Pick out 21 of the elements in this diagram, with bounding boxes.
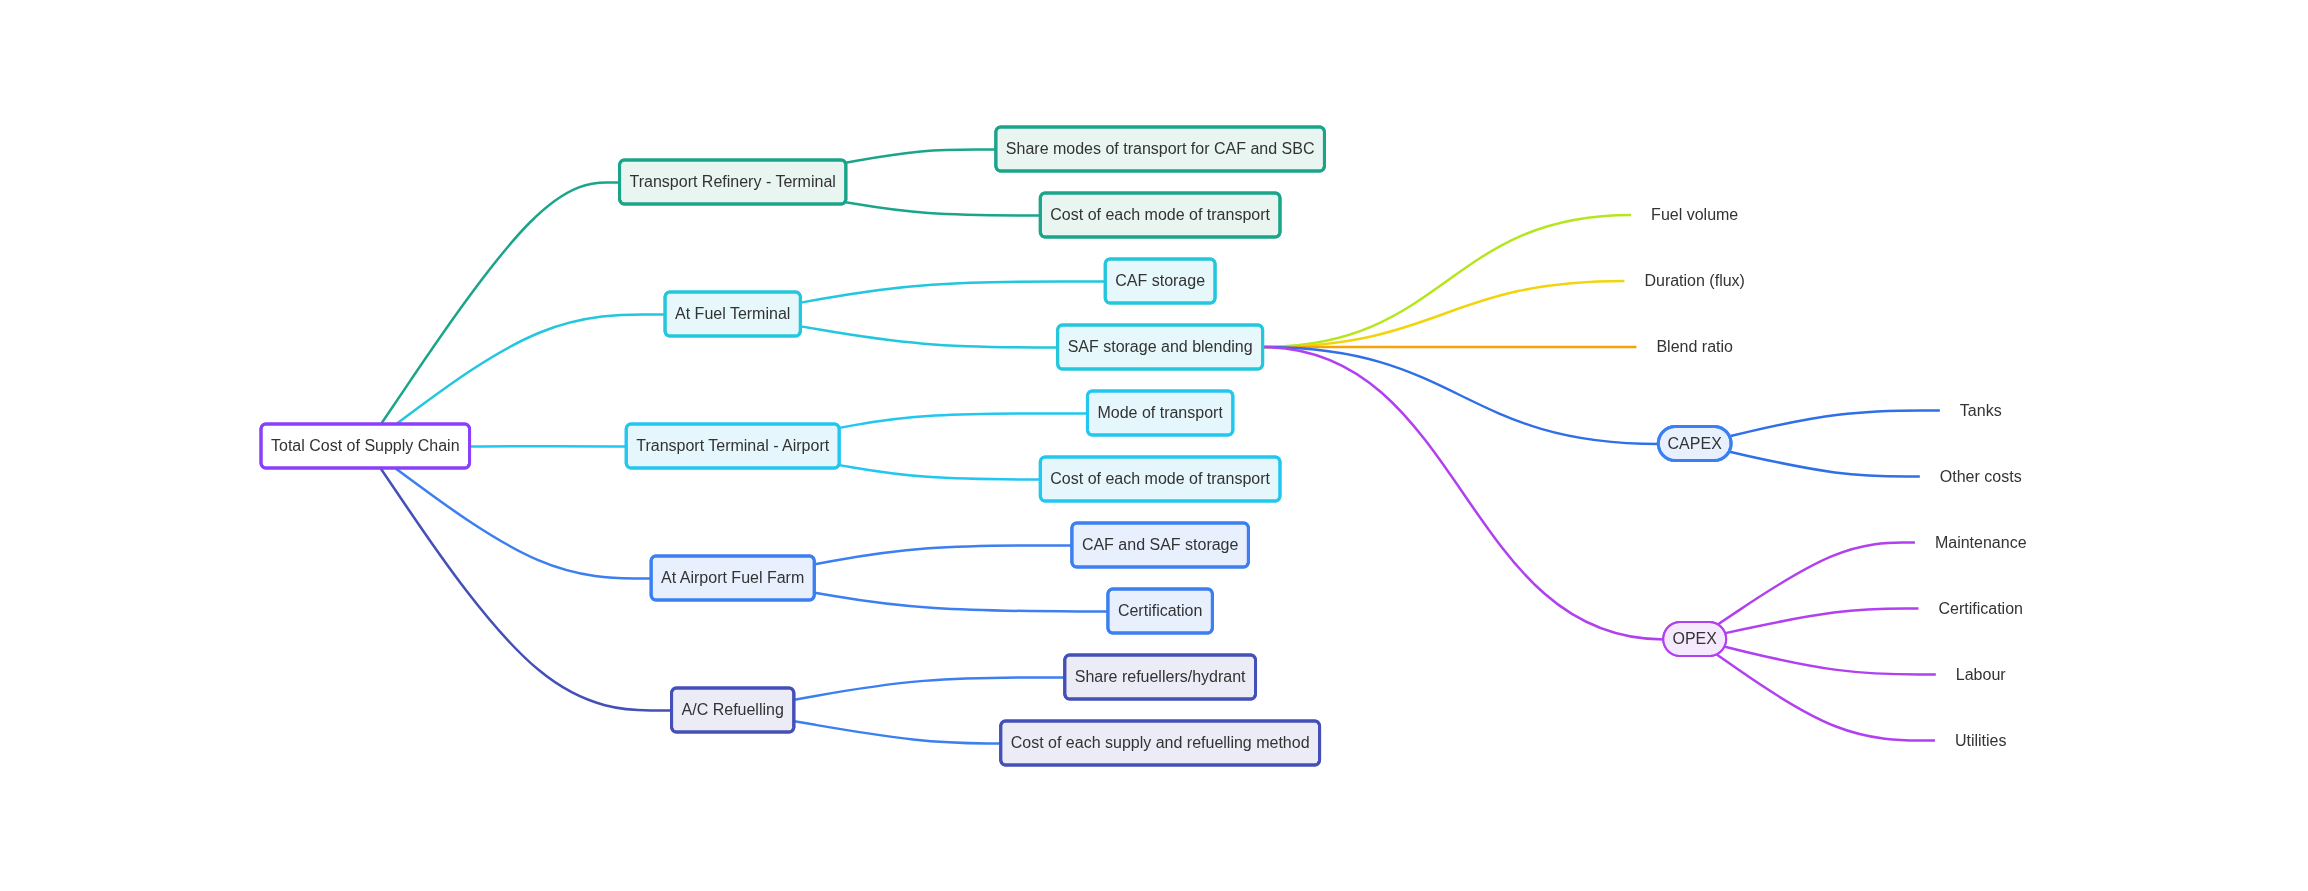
connector (1729, 408, 1941, 437)
node-text: Certification (1938, 599, 2024, 616)
connector (1729, 450, 1921, 478)
node-text: Duration (flux) (1644, 271, 1746, 289)
connector (1717, 540, 1916, 626)
node-text: Utilities (1955, 731, 2007, 748)
connector (814, 591, 1109, 613)
connector (800, 279, 1106, 304)
node-text: Labour (1956, 665, 2006, 682)
node-text: Other costs (1940, 467, 2022, 484)
node-text: Fuel volume (1651, 205, 1739, 223)
connector (470, 444, 627, 448)
node-text: Tanks (1960, 401, 2002, 418)
connector (1725, 606, 1919, 634)
connector (845, 147, 997, 164)
connector (395, 467, 652, 580)
connector (1724, 645, 1937, 676)
node-text: Blend ratio (1656, 337, 1734, 355)
connector (1716, 653, 1936, 742)
node-text: Maintenance (1935, 533, 2027, 550)
connector (814, 543, 1073, 565)
